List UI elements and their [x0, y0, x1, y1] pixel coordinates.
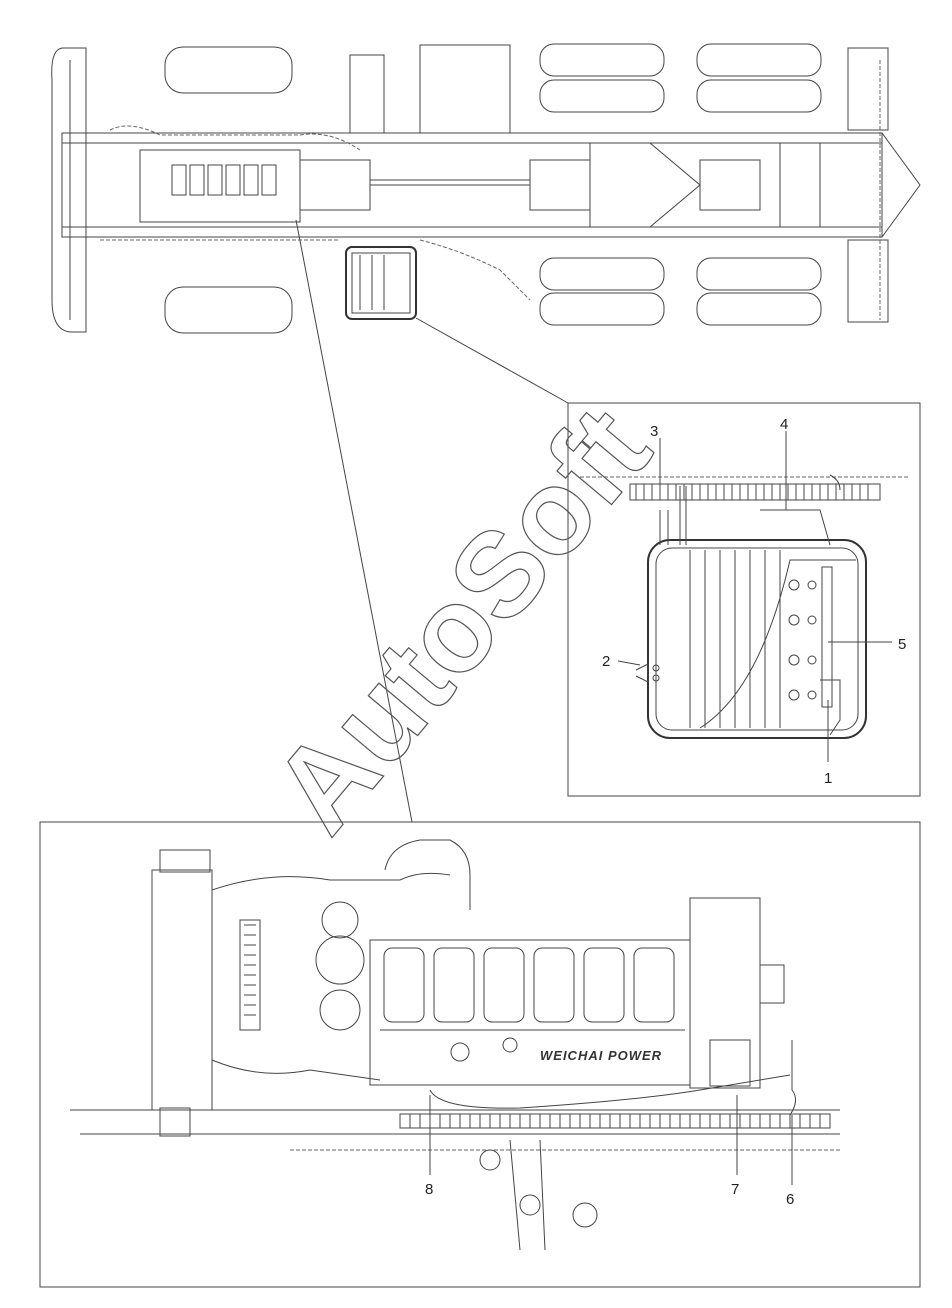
callout-3: 3 [650, 423, 658, 440]
callout-1: 1 [824, 770, 832, 787]
engine-leader-line [295, 219, 413, 823]
callout-7: 7 [731, 1181, 739, 1198]
watermark-text: AutoSoft [247, 383, 675, 857]
engine-detail [39, 821, 921, 1288]
callout-8: 8 [425, 1181, 433, 1198]
callout-5: 5 [898, 636, 906, 653]
callout-6: 6 [786, 1191, 794, 1208]
callout-2: 2 [602, 653, 610, 670]
callout-4: 4 [780, 416, 788, 433]
detail-leader-line [415, 317, 569, 404]
battery-box-detail [567, 402, 921, 797]
chassis-overview [51, 43, 921, 334]
engine-brand-label: WEICHAI POWER [540, 1048, 662, 1063]
